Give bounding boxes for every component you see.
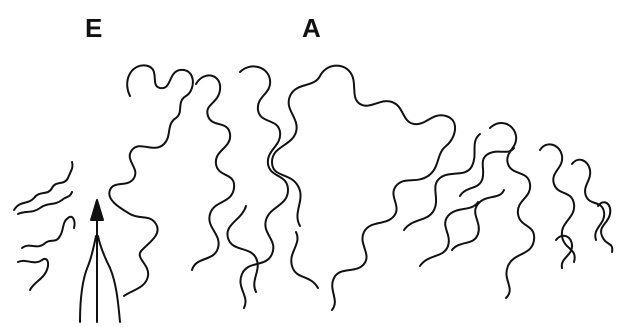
suture-lobe-a-3 xyxy=(227,206,257,292)
arrow-flank-left xyxy=(80,236,96,322)
suture-lobe-a xyxy=(272,66,455,310)
suture-lobe-right-4 xyxy=(540,144,575,262)
suture-lobe-a-5 xyxy=(420,202,478,266)
arrow-flank-right xyxy=(98,236,120,322)
arrow-head xyxy=(91,200,103,220)
suture-fragment-left-bottom-2 xyxy=(18,259,48,290)
suture-lobe-right-3 xyxy=(452,190,504,250)
suture-fragment-right-2 xyxy=(598,202,612,252)
suture-fragment-left-top xyxy=(14,162,73,210)
suture-lobe-a-2 xyxy=(291,232,318,288)
suture-lobe-right-2 xyxy=(460,148,514,196)
suture-lobe-e-3 xyxy=(240,66,288,308)
suture-lobe-e-2 xyxy=(192,75,234,270)
suture-lobe-a-4 xyxy=(404,134,480,230)
suture-lobe-e xyxy=(109,65,193,296)
suture-fragment-left-bottom xyxy=(22,217,75,248)
suture-fragment-right-1 xyxy=(572,160,604,240)
